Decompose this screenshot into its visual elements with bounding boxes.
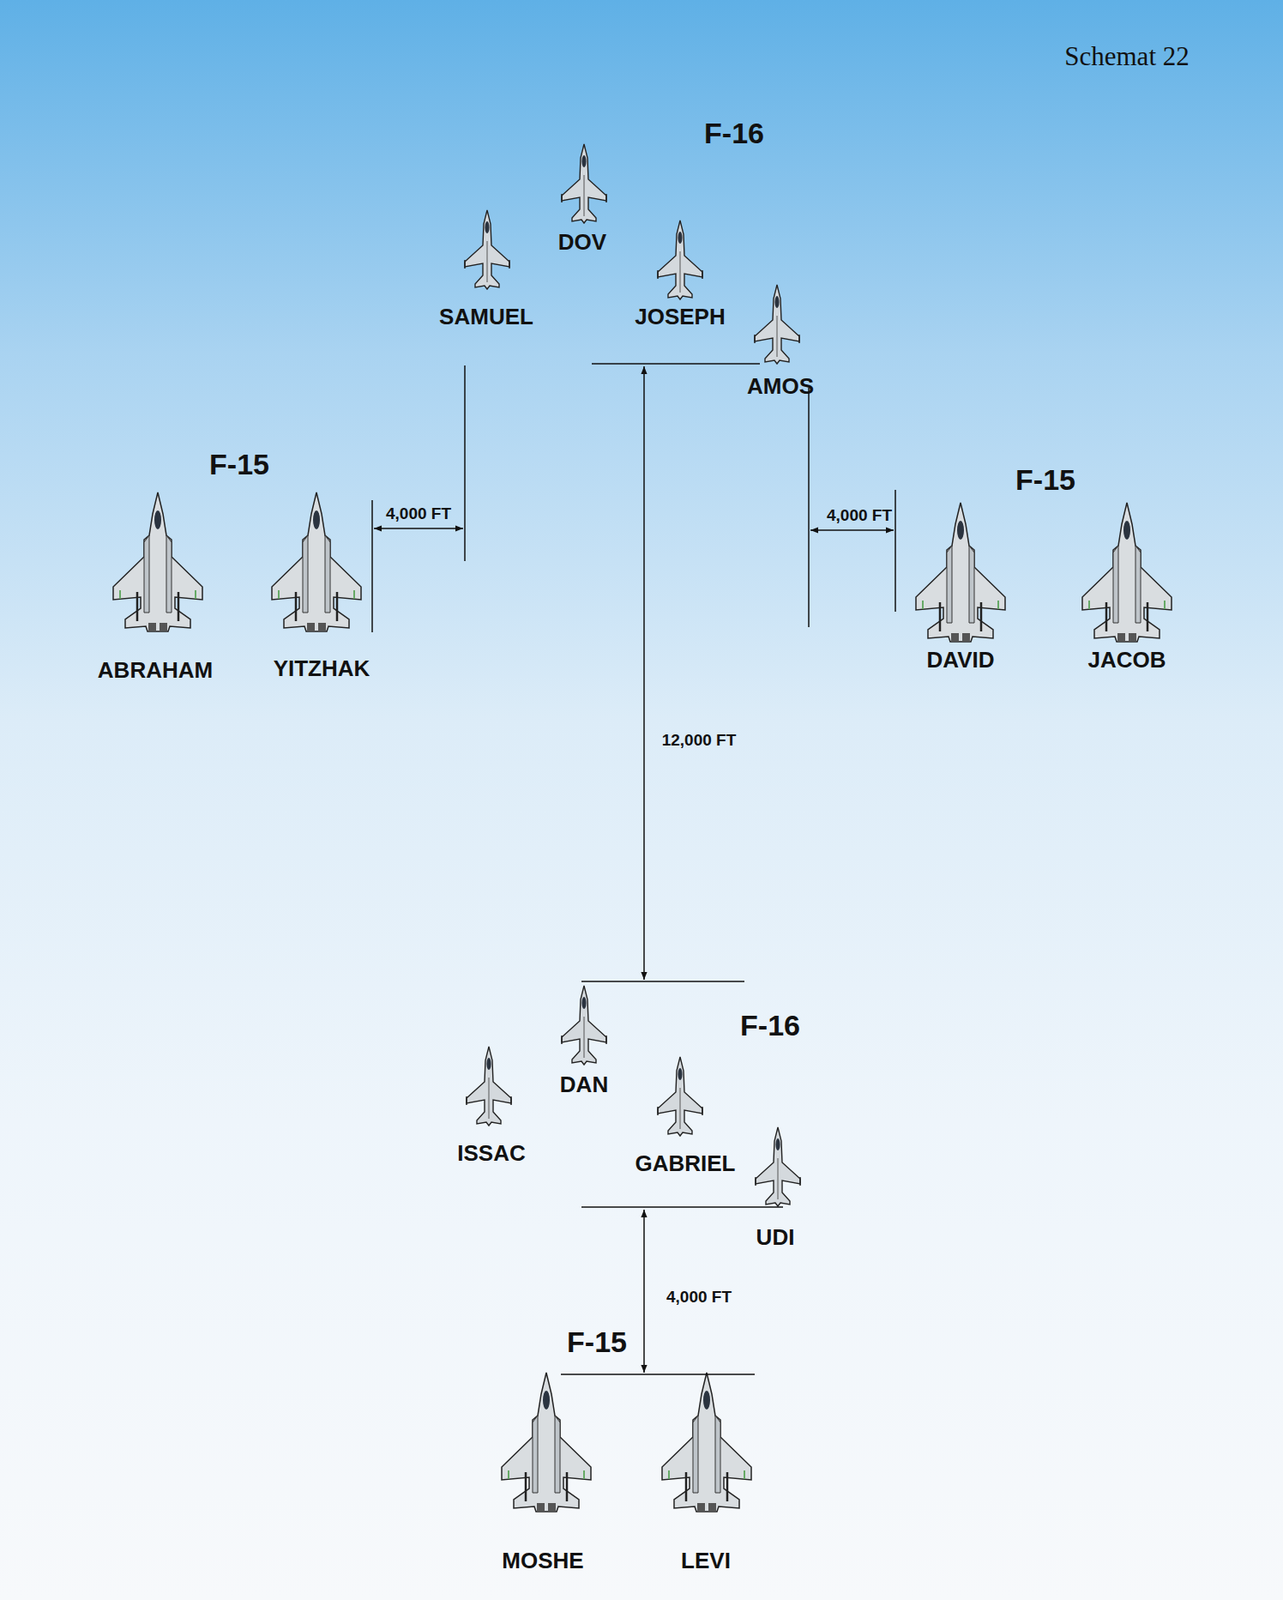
aircraft-type: F-16 <box>740 1010 801 1040</box>
aircraft-type: F-15 <box>566 1326 627 1356</box>
aircraft-callsign: YITZHAK <box>273 656 371 680</box>
aircraft-callsign: DAN <box>560 1072 609 1096</box>
aircraft-callsign: JACOB <box>1087 648 1166 671</box>
aircraft-callsign: AMOS <box>746 374 814 398</box>
aircraft-type: F-15 <box>209 449 270 479</box>
distance-label: 12,000 FT <box>662 731 737 748</box>
aircraft-callsign: GABRIEL <box>635 1151 736 1175</box>
aircraft-callsign: ABRAHAM <box>97 658 213 681</box>
aircraft-type: F-15 <box>1015 464 1076 494</box>
aircraft-type: F-16 <box>704 118 765 148</box>
aircraft-callsign: ISSAC <box>457 1141 525 1164</box>
distance-label: 4,000 FT <box>826 506 892 524</box>
distance-label: 4,000 FT <box>385 505 452 522</box>
aircraft-callsign: SAMUEL <box>439 305 534 328</box>
aircraft-callsign: MOSHE <box>501 1548 584 1572</box>
distance-label: 4,000 FT <box>666 1288 732 1305</box>
aircraft-callsign: LEVI <box>680 1548 731 1572</box>
aircraft-callsign: JOSEPH <box>634 305 726 328</box>
aircraft-callsign: DAVID <box>927 648 995 671</box>
aircraft-callsign: UDI <box>756 1225 796 1248</box>
figure-title: Schemat 22 <box>1064 42 1190 70</box>
aircraft-callsign: DOV <box>558 230 607 253</box>
